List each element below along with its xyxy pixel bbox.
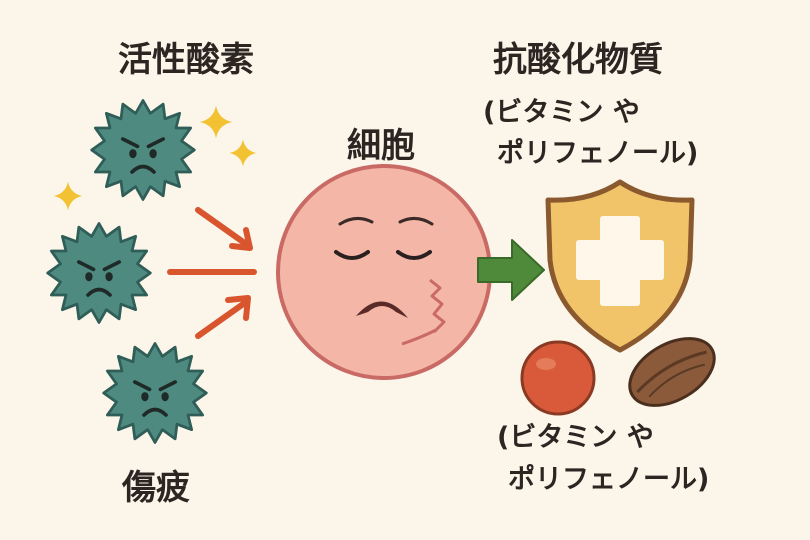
- arrow-icon: [195, 295, 251, 339]
- cell-icon: [276, 164, 492, 380]
- berry-icon: [520, 340, 596, 416]
- damage-label: 傷疲: [122, 468, 190, 508]
- virus-icon: [89, 98, 197, 202]
- antioxidant-examples-top-line1: (ビタミン や: [483, 97, 640, 128]
- sparkle-icon: [229, 139, 257, 167]
- virus-icon: [101, 341, 209, 445]
- cell-label: 細胞: [347, 126, 415, 166]
- antioxidant-label: 抗酸化物質: [493, 40, 663, 80]
- antioxidant-examples-bottom-line2: ポリフェノール): [508, 464, 710, 495]
- antioxidant-examples-bottom-line1: (ビタミン や: [497, 422, 654, 453]
- arrow-icon: [477, 239, 545, 301]
- nut-icon: [628, 337, 716, 407]
- sparkle-icon: [199, 105, 233, 139]
- virus-icon: [45, 221, 153, 325]
- ros-label: 活性酸素: [118, 40, 254, 80]
- shield-icon: [545, 179, 695, 353]
- sparkle-icon: [53, 181, 83, 211]
- antioxidant-examples-top-line2: ポリフェノール): [497, 138, 699, 169]
- arrow-icon: [195, 207, 253, 251]
